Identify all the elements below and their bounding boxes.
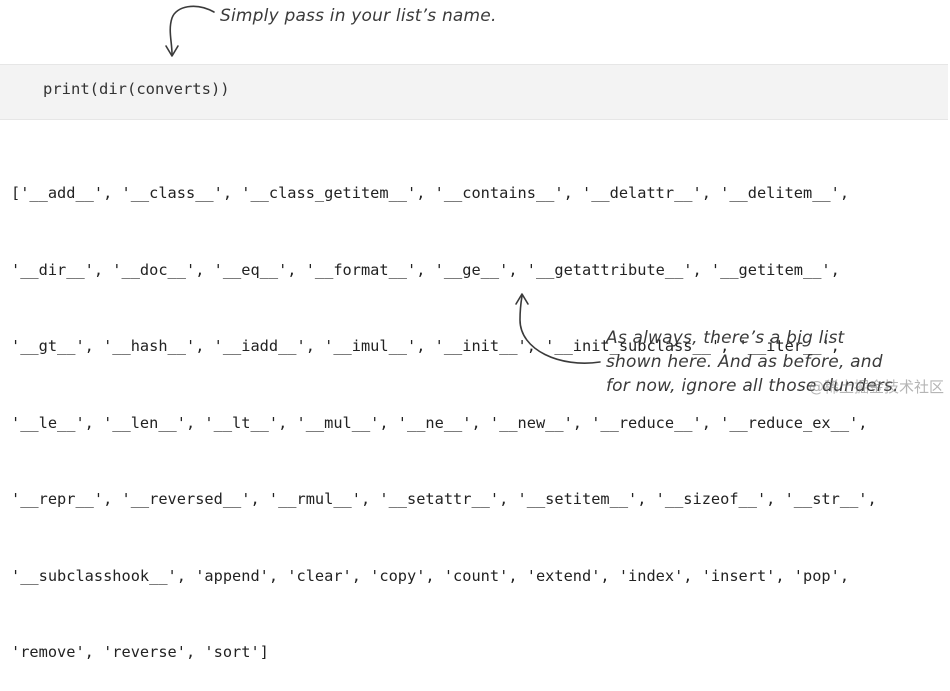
watermark: @稀土掘金技术社区 [808, 378, 944, 396]
output-line: 'remove', 'reverse', 'sort'] [11, 643, 269, 661]
code-input: print(dir(converts)) [43, 80, 230, 98]
code-output: ['__add__', '__class__', '__class_getite… [11, 130, 877, 691]
output-line: '__dir__', '__doc__', '__eq__', '__forma… [11, 260, 840, 279]
output-line: ['__add__', '__class__', '__class_getite… [11, 184, 850, 202]
code-cell[interactable]: print(dir(converts)) [0, 64, 948, 120]
output-line: '__le__', '__len__', '__lt__', '__mul__'… [11, 413, 868, 432]
bottom-annotation-line: As always, there’s a big list [606, 328, 845, 348]
bottom-annotation-line: shown here. And as before, and [606, 352, 883, 372]
output-line: '__subclasshook__', 'append', 'clear', '… [11, 566, 850, 585]
bottom-annotation: As always, there’s a big list shown here… [606, 326, 946, 398]
top-annotation: Simply pass in your list’s name. [220, 6, 497, 26]
output-line: '__gt__', '__hash__', '__iadd__', '__imu… [11, 337, 840, 355]
bottom-annotation-line: for now, ignore all those dunders. [606, 376, 899, 396]
output-line: '__repr__', '__reversed__', '__rmul__', … [11, 490, 877, 508]
top-arrow-icon [169, 5, 215, 55]
